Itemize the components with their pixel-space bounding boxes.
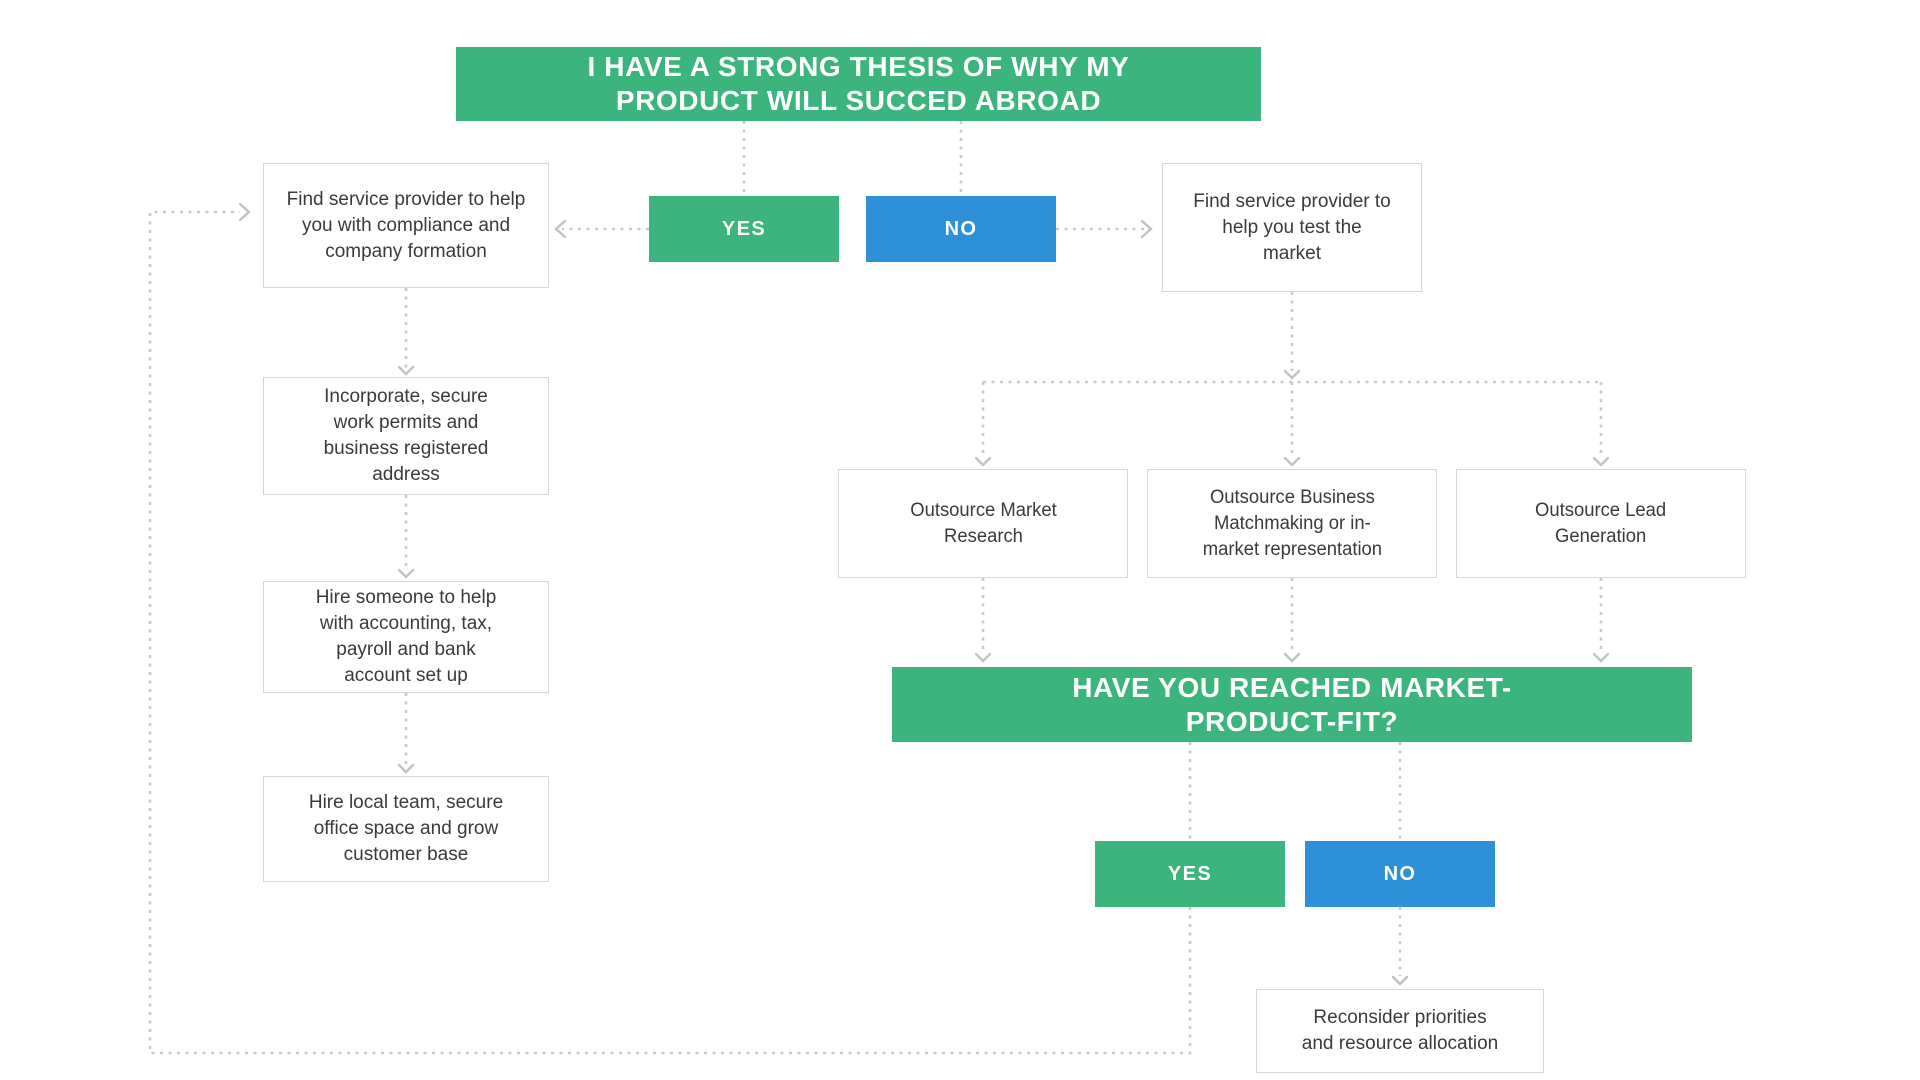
matchmaking-label: Outsource Business Matchmaking or in- ma…: [1202, 486, 1382, 560]
node-reconsider: Reconsider priorities and resource alloc…: [1256, 989, 1544, 1073]
node-matchmaking: Outsource Business Matchmaking or in- ma…: [1147, 469, 1437, 578]
node-test-market: Find service provider to help you test t…: [1162, 163, 1422, 292]
lead-generation-label: Outsource Lead Generation: [1535, 499, 1667, 547]
no-top-button[interactable]: NO: [866, 196, 1056, 262]
no-bottom-button[interactable]: NO: [1305, 841, 1495, 907]
node-lead-generation: Outsource Lead Generation: [1456, 469, 1746, 578]
compliance-label: Find service provider to help you with c…: [286, 188, 526, 262]
yes-bottom-button[interactable]: YES: [1095, 841, 1285, 907]
node-hire-accounting: Hire someone to help with accounting, ta…: [263, 581, 549, 693]
incorporate-label: Incorporate, secure work permits and bus…: [323, 386, 489, 485]
node-hire-team: Hire local team, secure office space and…: [263, 776, 549, 882]
hire-accounting-label: Hire someone to help with accounting, ta…: [315, 587, 497, 686]
hire-team-label: Hire local team, secure office space and…: [308, 792, 504, 865]
node-incorporate: Incorporate, secure work permits and bus…: [263, 377, 549, 495]
no-bottom-label: NO: [1383, 862, 1417, 885]
reconsider-label: Reconsider priorities and resource alloc…: [1301, 1007, 1499, 1054]
yes-top-button[interactable]: YES: [649, 196, 839, 262]
yes-bottom-label: YES: [1167, 862, 1213, 885]
thesis-title-label: I HAVE A STRONG THESIS OF WHY MY PRODUCT…: [587, 51, 1130, 116]
market-fit-label: HAVE YOU REACHED MARKET- PRODUCT-FIT?: [1072, 671, 1512, 737]
market-research-label: Outsource Market Research: [909, 499, 1057, 547]
no-top-label: NO: [944, 217, 978, 240]
test-market-label: Find service provider to help you test t…: [1193, 190, 1391, 264]
node-compliance: Find service provider to help you with c…: [263, 163, 549, 288]
node-thesis-title: I HAVE A STRONG THESIS OF WHY MY PRODUCT…: [456, 47, 1261, 121]
yes-top-label: YES: [721, 217, 767, 240]
node-market-research: Outsource Market Research: [838, 469, 1128, 578]
node-market-fit-title: HAVE YOU REACHED MARKET- PRODUCT-FIT?: [892, 667, 1692, 742]
